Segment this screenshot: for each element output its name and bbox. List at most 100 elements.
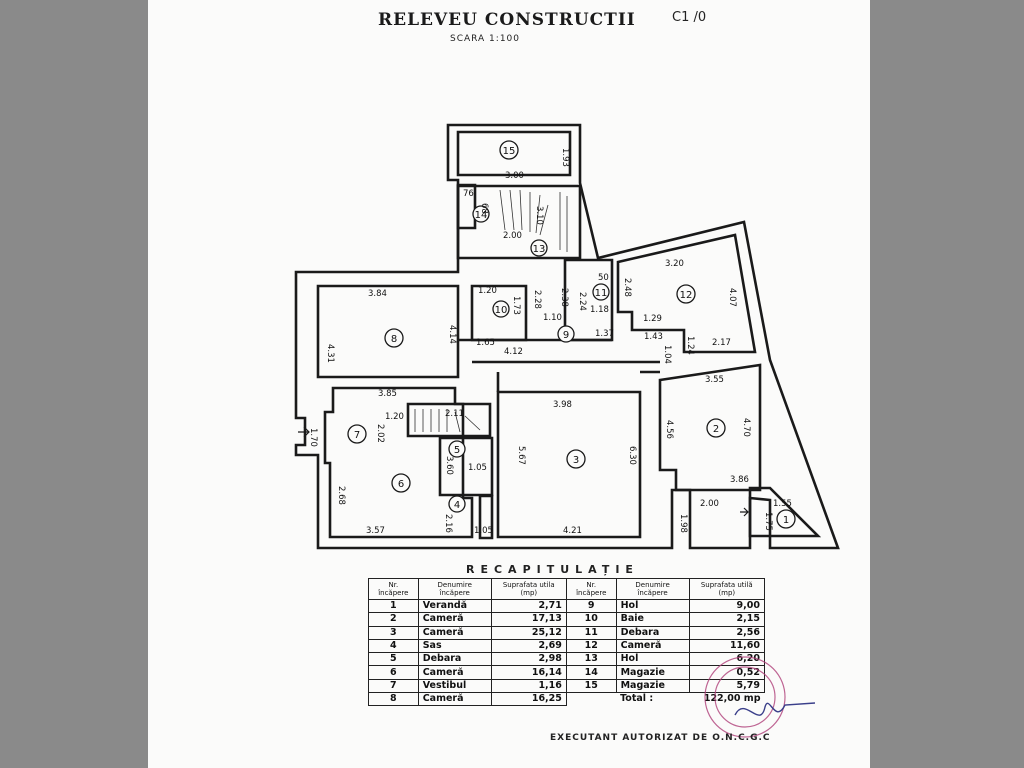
table-header-row: Nr. încăpere Denumire încăpere Suprafata… — [368, 578, 766, 600]
dimension-label: 4.14 — [447, 325, 457, 344]
dimension-label: 2.02 — [375, 424, 385, 443]
room-label: 2 — [713, 424, 719, 435]
cell-area: 25,12 — [490, 625, 567, 640]
stairs — [414, 189, 568, 433]
cell-nr: 9 — [565, 598, 617, 614]
dimension-label: 5.67 — [516, 446, 526, 465]
cell-nr: 8 — [368, 692, 419, 707]
room-label: 3 — [573, 455, 579, 466]
dimension-label: 1.04 — [662, 345, 672, 364]
room-circles — [347, 140, 796, 529]
dimension-label: 1.10 — [543, 313, 562, 323]
dimension-label: 4.12 — [504, 347, 523, 357]
dimension-label: 68 — [479, 203, 489, 214]
cell-area: 2,56 — [688, 625, 766, 640]
dimension-label: 1.20 — [478, 286, 497, 296]
room-label: 15 — [503, 146, 516, 157]
cell-nr: 1 — [368, 598, 419, 614]
cell-nr: 7 — [368, 678, 419, 694]
cell-name: Baie — [615, 612, 690, 627]
cell-area: 2,69 — [490, 638, 567, 654]
dimension-label: 1.70 — [308, 428, 318, 447]
room-label: 4 — [454, 500, 460, 511]
cell-name: Debara — [417, 652, 492, 667]
dimension-label: 1.29 — [643, 314, 662, 324]
cell-area: 1,16 — [490, 678, 567, 694]
cell-nr: 4 — [368, 638, 419, 654]
header-nr: Nr. încăpere — [565, 578, 617, 600]
room-label: 1 — [783, 515, 789, 526]
cell-nr: 14 — [565, 665, 617, 680]
drawing-scale: SCARA 1:100 — [450, 34, 520, 44]
room-label: 13 — [533, 244, 546, 255]
dimension-label: 1.98 — [678, 514, 688, 533]
cell-nr: 6 — [368, 665, 419, 680]
dimension-label: 1.18 — [590, 305, 609, 315]
room-labels: 1 2 3 4 5 6 7 8 9 10 11 12 13 14 15 — [354, 146, 789, 526]
cell-nr: 11 — [565, 625, 617, 640]
dimension-label: 1.37 — [595, 329, 614, 339]
table-row: 1 Verandă 2,71 9 Hol 9,00 — [368, 598, 766, 614]
table-row: 4 Sas 2,69 12 Cameră 11,60 — [368, 638, 766, 654]
room-label: 9 — [563, 330, 569, 341]
room-label: 7 — [354, 430, 360, 441]
room-label: 14 — [475, 210, 488, 221]
dimension-label: 2.68 — [336, 486, 346, 505]
cell-name: Vestibul — [417, 678, 492, 694]
room-label: 8 — [391, 334, 397, 345]
dimension-label: 76 — [463, 189, 474, 199]
cell-area: 2,71 — [490, 598, 567, 614]
dimension-label: 3.60 — [444, 456, 454, 475]
dimension-label: 3.20 — [665, 259, 684, 269]
header-nr: Nr. încăpere — [368, 578, 419, 600]
dimension-label: 4.31 — [325, 344, 335, 363]
cell-name: Debara — [615, 625, 690, 640]
dimension-label: 3.57 — [366, 526, 385, 536]
dimension-label: 4.07 — [727, 288, 737, 307]
cell-area: 16,25 — [490, 692, 567, 707]
cell-area: 2,98 — [490, 652, 567, 667]
dimension-label: 2.11 — [445, 409, 464, 419]
entrance-arrow-icon — [298, 426, 749, 517]
dimension-label: 2.16 — [443, 514, 453, 533]
cell-area: 6,20 — [688, 652, 766, 667]
recap-table: Nr. încăpere Denumire încăpere Suprafata… — [368, 578, 766, 707]
dimension-label: 2.28 — [532, 290, 542, 309]
signature — [734, 702, 815, 716]
dimension-label: 2.24 — [577, 292, 587, 311]
dimension-label: 1.43 — [644, 332, 663, 342]
room-label: 5 — [454, 445, 460, 456]
walls — [294, 123, 840, 550]
room-label: 6 — [398, 479, 404, 490]
drawing-reference: C1 /0 — [672, 10, 707, 25]
dimension-label: 1.24 — [685, 336, 695, 355]
dimension-label: 2.00 — [700, 499, 719, 509]
cell-nr: 10 — [565, 612, 617, 627]
cell-nr: 15 — [565, 678, 617, 694]
dimension-label: 1.20 — [385, 412, 404, 422]
dimension-label: 3.55 — [705, 375, 724, 385]
header-suprafata: Suprafata utilă (mp) — [688, 578, 766, 600]
dimension-label: 3.10 — [534, 206, 544, 225]
room-label: 12 — [680, 290, 693, 301]
cell-nr — [566, 693, 616, 706]
table-row: 2 Cameră 17,13 10 Baie 2,15 — [368, 612, 766, 627]
cell-area: 16,14 — [490, 665, 567, 680]
room-label: 10 — [495, 305, 508, 316]
total-label: Total : — [620, 693, 654, 705]
dimension-label: 1.93 — [560, 148, 570, 167]
cell-nr: 5 — [368, 652, 419, 667]
cell-name: Hol — [615, 598, 690, 614]
cell-name: Cameră — [417, 665, 492, 680]
dimension-labels: 3.00 1.93 76 68 2.00 3.10 50 3.20 1.20 2… — [308, 148, 792, 536]
dimension-label: 1.65 — [476, 338, 495, 348]
dimension-label: 1.05 — [474, 526, 493, 536]
header-suprafata: Suprafata utila (mp) — [490, 578, 567, 600]
cell-area: 2,15 — [688, 612, 766, 627]
cell-nr: 2 — [368, 612, 419, 627]
dimension-label: 1.75 — [763, 512, 773, 531]
dimension-label: 6.30 — [627, 446, 637, 465]
dimension-label: 3.86 — [730, 475, 749, 485]
dimension-label: 2.17 — [712, 338, 731, 348]
